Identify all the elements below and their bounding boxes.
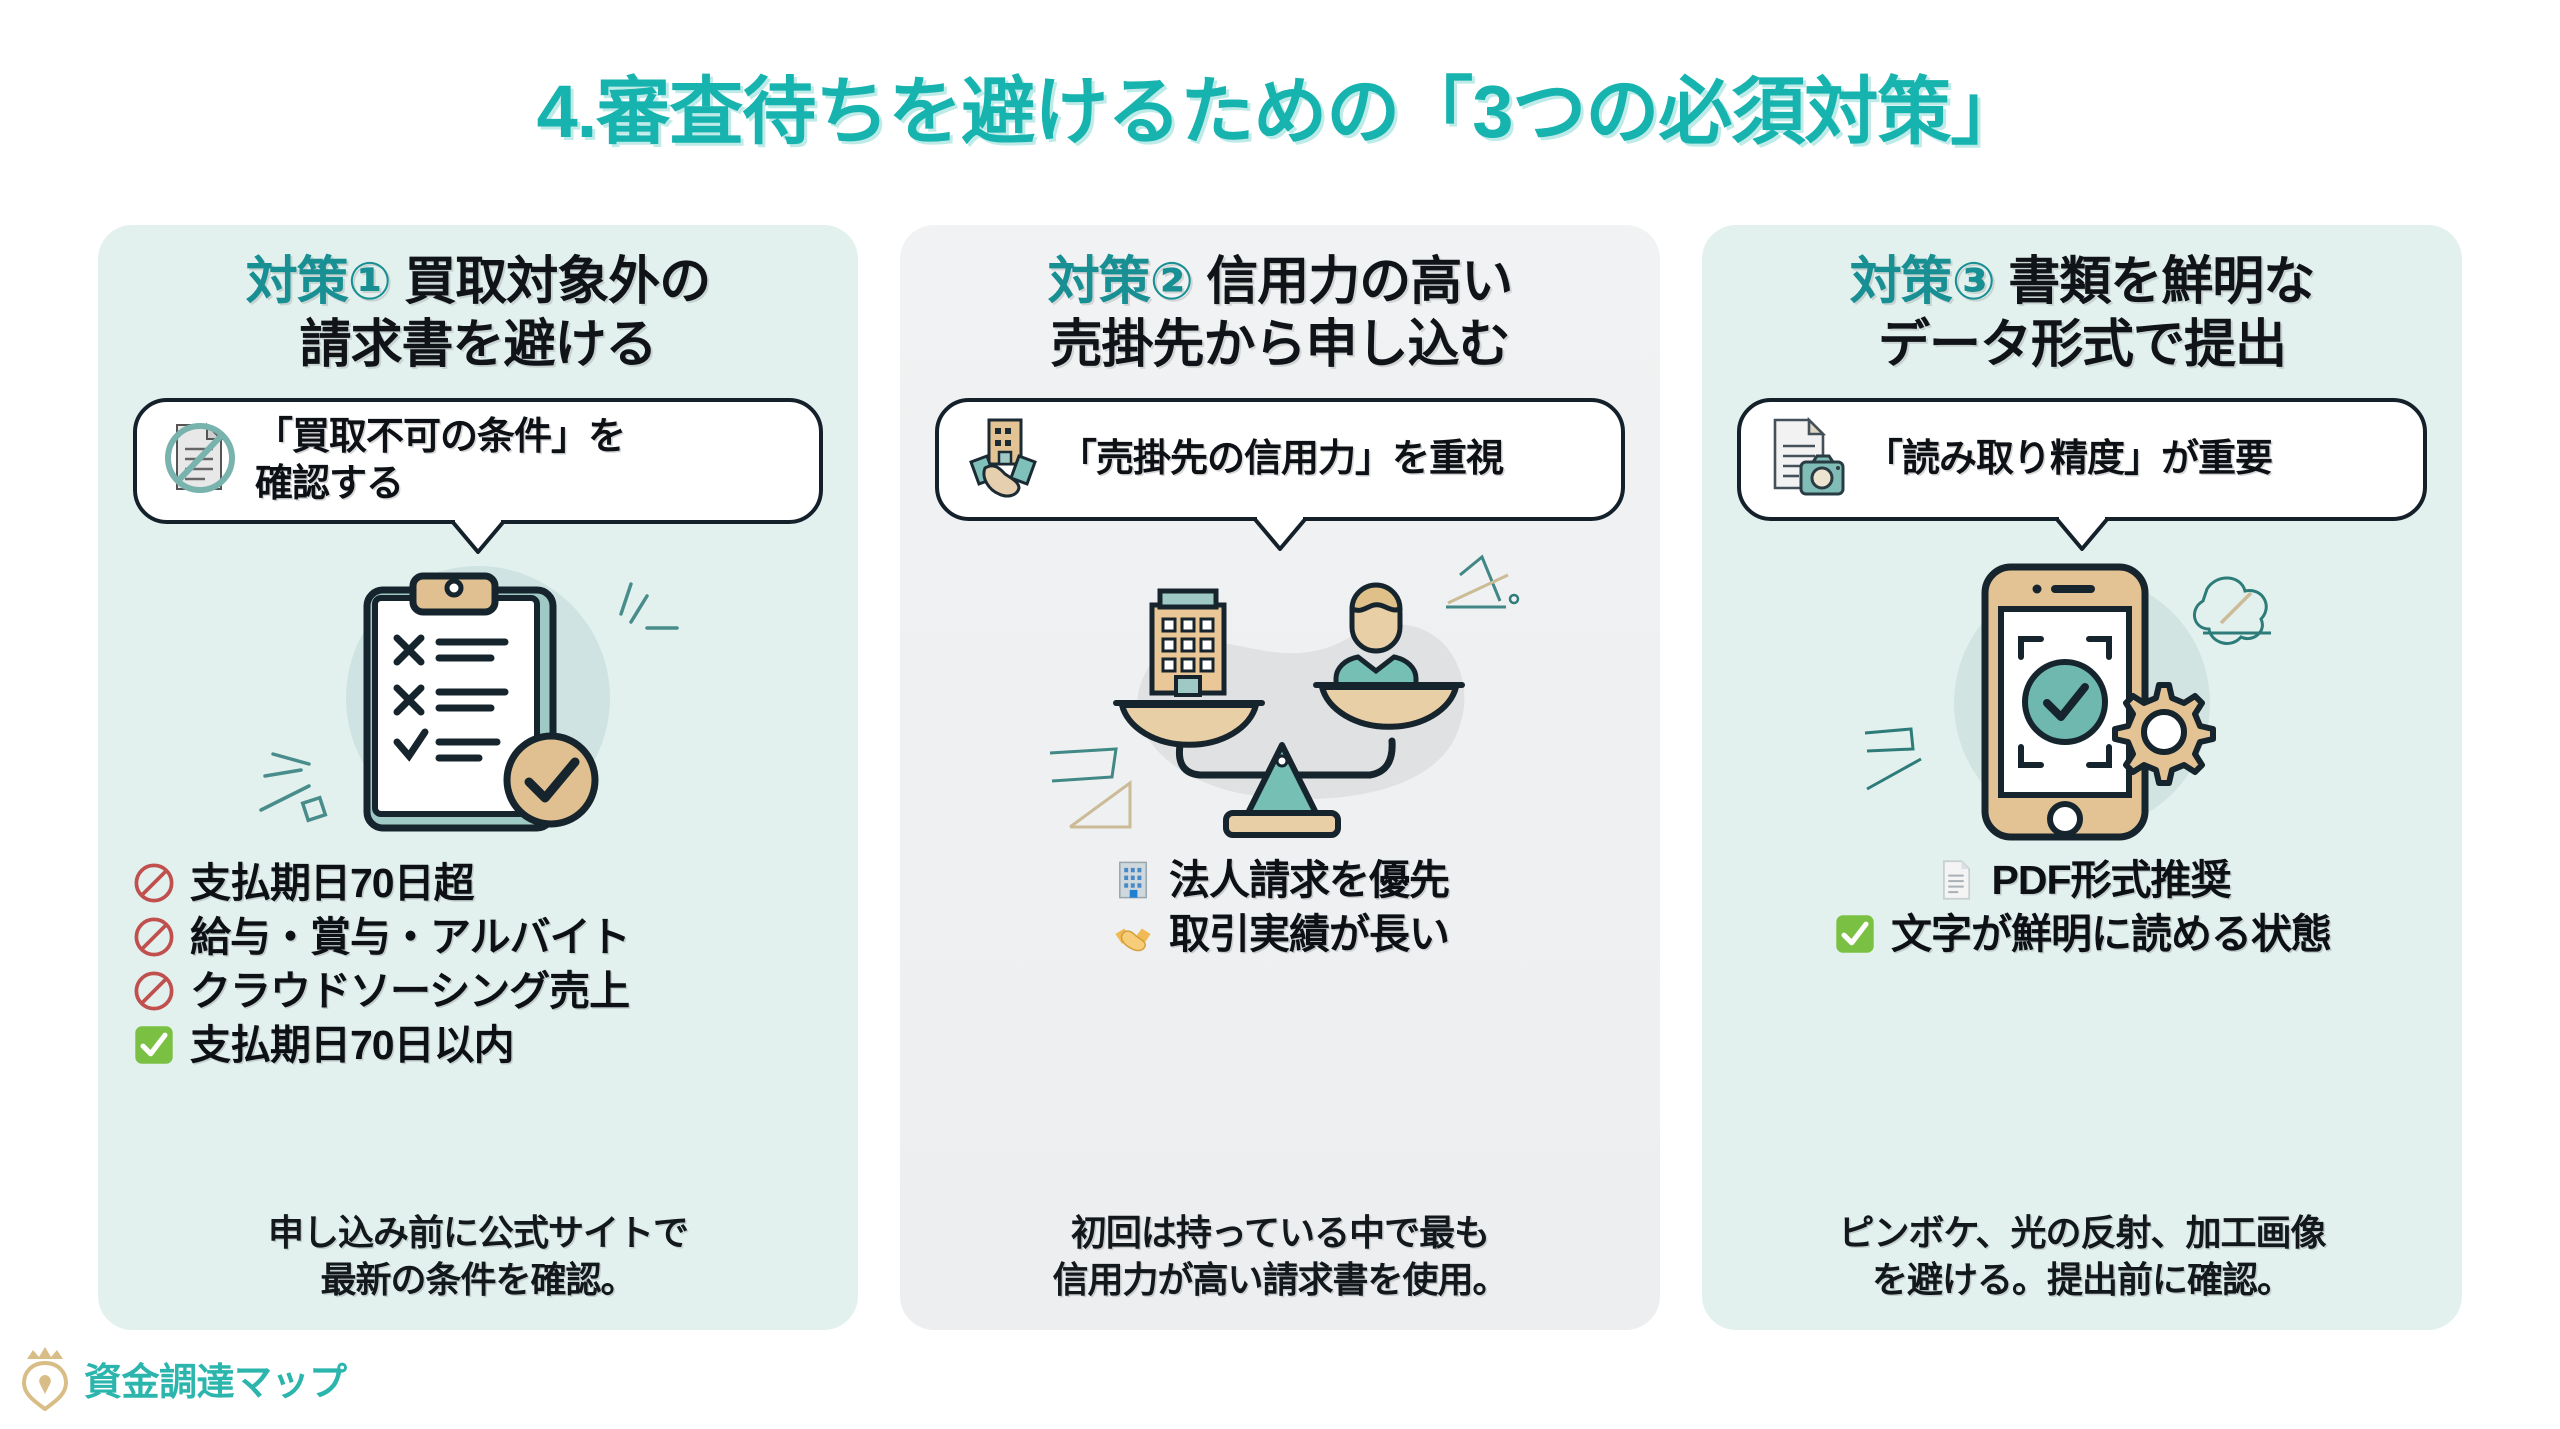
list-item: 支払期日70日以内	[132, 1020, 824, 1070]
card-3-bubble: 「読み取り精度」が重要	[1737, 397, 2427, 521]
card-grid: 対策① 買取対象外の 請求書を避ける	[0, 225, 2560, 1345]
list-item-label: 文字が鮮明に読める状態	[1891, 910, 2332, 957]
list-item: PDF形式推奨	[1934, 855, 2232, 905]
card-1-bubble-wrap: 「買取不可の条件」を 確認する	[133, 397, 823, 555]
card-3-heading: 対策③ 書類を鮮明な データ形式で提出	[1702, 251, 2462, 378]
card-1-note-line2: 最新の条件を確認。	[320, 1259, 636, 1301]
page-title: 4.審査待ちを避けるための「3つの必須対策」	[536, 70, 2025, 153]
card-3-note: ピンボケ、光の反射、加工画像 を避ける。提出前に確認。	[1702, 1210, 2462, 1304]
card-measure-3: 対策③ 書類を鮮明な データ形式で提出	[1702, 225, 2462, 1330]
card-1-bubble-text: 「買取不可の条件」を 確認する	[255, 414, 626, 508]
card-1-note-line1: 申し込み前に公式サイトで	[267, 1212, 689, 1254]
card-measure-2: 対策② 信用力の高い 売掛先から申し込む	[900, 225, 1660, 1330]
card-1-heading: 対策① 買取対象外の 請求書を避ける	[98, 251, 858, 378]
card-3-note-line2: を避ける。提出前に確認。	[1871, 1259, 2293, 1301]
card-3-bullets: PDF形式推奨 文字が鮮明に読める状態	[1702, 855, 2462, 959]
no-document-icon	[161, 415, 239, 506]
list-item: 支払期日70日超	[132, 858, 824, 908]
card-1-bubble-tail	[449, 520, 507, 555]
list-item-label: 支払期日70日超	[190, 860, 475, 907]
card-1-note: 申し込み前に公式サイトで 最新の条件を確認。	[98, 1210, 858, 1304]
check-box-icon	[135, 1026, 173, 1064]
list-item-label: 法人請求を優先	[1169, 856, 1450, 903]
card-2-heading: 対策② 信用力の高い 売掛先から申し込む	[900, 251, 1660, 378]
list-item-label: 給与・賞与・アルバイト	[190, 914, 631, 961]
prohibited-icon	[134, 971, 174, 1011]
smartphone-scan-gear-illustration	[1702, 545, 2462, 845]
list-item-label: PDF形式推奨	[1991, 856, 2232, 903]
card-1-tag: 対策①	[245, 253, 392, 311]
clipboard-checklist-illustration	[98, 548, 858, 848]
card-2-tag: 対策②	[1047, 253, 1194, 311]
card-2-note-line2: 信用力が高い請求書を使用。	[1052, 1259, 1508, 1301]
card-1-bullets: 支払期日70日超 給与・賞与・アルバイト クラウドソーシング売上	[98, 858, 858, 1070]
card-2-heading-line2: 売掛先から申し込む	[1050, 316, 1510, 375]
card-2-note: 初回は持っている中で最も 信用力が高い請求書を使用。	[900, 1210, 1660, 1304]
list-item: 取引実績が長い	[1111, 909, 1450, 959]
balance-scale-illustration	[900, 545, 1660, 845]
card-2-bubble: 「売掛先の信用力」を重視	[935, 397, 1625, 521]
list-item: クラウドソーシング売上	[132, 966, 824, 1016]
card-measure-1: 対策① 買取対象外の 請求書を避ける	[98, 225, 858, 1330]
handshake-icon	[1115, 928, 1151, 952]
card-2-bullets: 法人請求を優先 取引実績が長い	[900, 855, 1660, 959]
list-item: 文字が鮮明に読める状態	[1833, 909, 2332, 959]
card-3-note-line1: ピンボケ、光の反射、加工画像	[1838, 1212, 2326, 1254]
card-1-bubble-line1: 「買取不可の条件」を	[255, 415, 626, 458]
office-building-icon	[1119, 861, 1147, 899]
card-2-heading-line1: 信用力の高い	[1206, 253, 1513, 311]
crown-map-pin-icon	[21, 1347, 69, 1411]
prohibited-icon	[134, 917, 174, 957]
card-1-heading-line2: 請求書を避ける	[299, 316, 657, 375]
list-item: 法人請求を優先	[1111, 855, 1450, 905]
card-3-heading-line2: データ形式で提出	[1877, 316, 2287, 375]
card-3-bubble-tail	[2053, 516, 2111, 551]
card-2-bubble-tail	[1251, 516, 1309, 551]
list-item-label: 支払期日70日以内	[190, 1022, 515, 1069]
prohibited-icon	[134, 863, 174, 903]
check-box-icon	[1836, 915, 1874, 953]
card-3-bubble-text: 「読み取り精度」が重要	[1865, 437, 2273, 480]
card-1-bubble: 「買取不可の条件」を 確認する	[133, 397, 823, 525]
card-3-heading-line1: 書類を鮮明な	[2008, 253, 2315, 311]
list-item-label: 取引実績が長い	[1169, 910, 1450, 957]
list-item: 給与・賞与・アルバイト	[132, 912, 824, 962]
card-1-heading-line1: 買取対象外の	[404, 253, 711, 311]
card-2-bubble-text: 「売掛先の信用力」を重視	[1059, 437, 1504, 480]
list-item-label: クラウドソーシング売上	[190, 968, 630, 1015]
card-2-bubble-wrap: 「売掛先の信用力」を重視	[935, 397, 1625, 551]
card-2-note-line1: 初回は持っている中で最も	[1070, 1212, 1490, 1254]
card-1-bubble-line2: 確認する	[255, 462, 404, 505]
building-handshake-icon	[963, 414, 1043, 505]
card-3-tag: 対策③	[1849, 253, 1996, 311]
card-3-bubble-wrap: 「読み取り精度」が重要	[1737, 397, 2427, 551]
brand-logo-text: 資金調達マップ	[84, 1361, 347, 1404]
document-camera-icon	[1765, 414, 1849, 505]
brand-logo: 資金調達マップ	[18, 1345, 347, 1411]
page-facing-up-icon	[1942, 860, 1970, 900]
